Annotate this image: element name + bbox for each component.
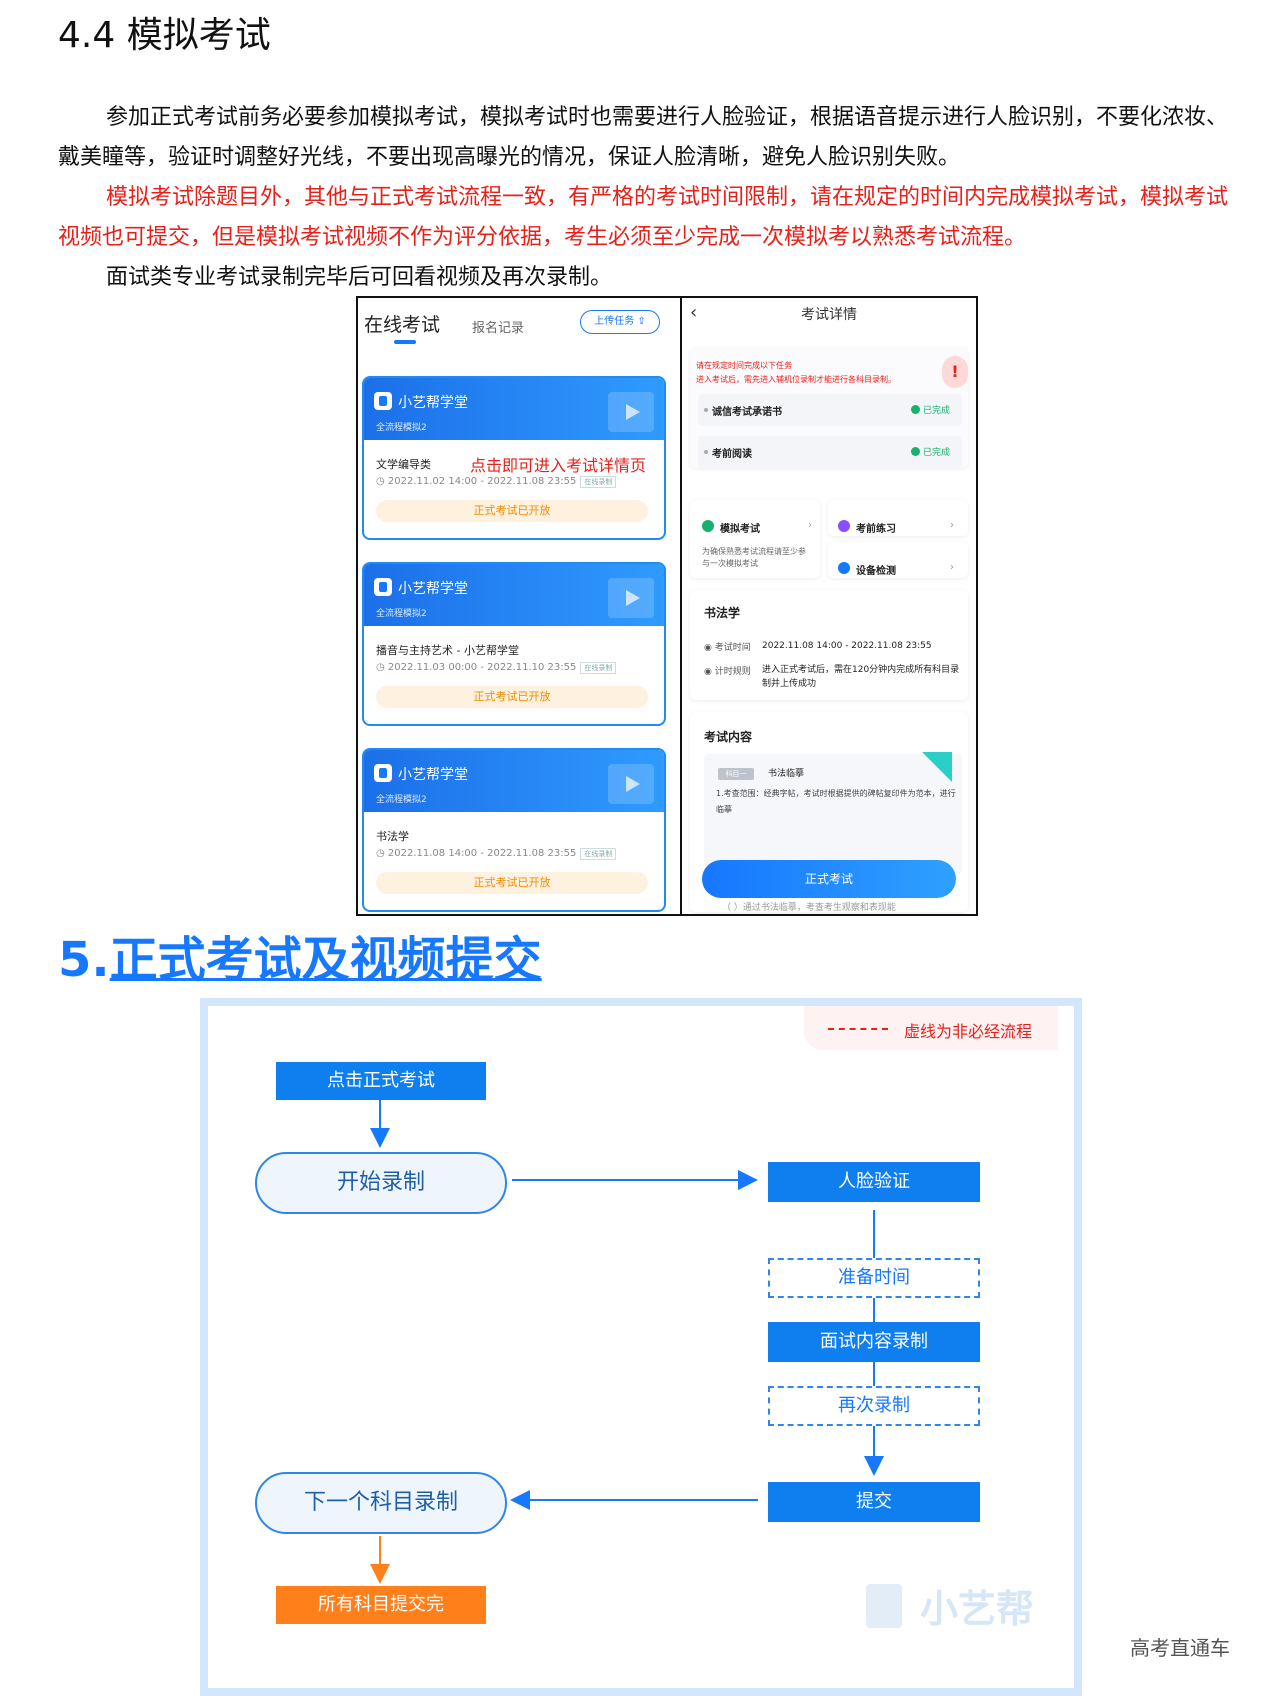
interview-record-box: 面试内容录制: [768, 1322, 980, 1362]
device-icon: [838, 562, 850, 574]
detail-page-title: 考试详情: [801, 307, 857, 323]
status-badge: 已完成: [910, 403, 950, 416]
warning-icon: !: [942, 356, 968, 388]
card-brand: 小艺帮学堂: [398, 395, 468, 411]
mock-exam-label: 模拟考试: [720, 524, 760, 535]
play-circle-icon: [838, 520, 850, 532]
tab-underline: [394, 340, 416, 344]
bullet-icon: [704, 408, 708, 412]
card-brand: 小艺帮学堂: [398, 767, 468, 783]
mock-exam-icon: [702, 520, 714, 532]
practice-entry[interactable]: [828, 500, 968, 536]
tab-registration-record[interactable]: 报名记录: [472, 321, 525, 336]
submit-box: 提交: [768, 1482, 980, 1522]
status-badge: 已完成: [910, 445, 950, 458]
card-exam-name: 播音与主持艺术 - 小艺帮学堂: [376, 644, 519, 657]
card-header: [364, 378, 664, 440]
task-label: 考前阅读: [712, 449, 752, 460]
card-subtitle: 全流程模拟2: [376, 795, 427, 805]
check-icon: [910, 447, 920, 456]
card-header: [364, 750, 664, 812]
task-row-honesty[interactable]: 诚信考试承诺书 已完成: [698, 394, 962, 426]
bullet-icon: [704, 450, 708, 454]
footer-watermark: 高考直通车: [1130, 1636, 1230, 1660]
logo-watermark-icon: [866, 1584, 902, 1628]
corner-badge: [922, 752, 952, 782]
subject-title: 书法学: [704, 606, 741, 620]
content-title: 考试内容: [704, 730, 753, 744]
chevron-right-icon: ›: [950, 562, 954, 573]
exam-info-box: [690, 590, 968, 700]
back-chevron-icon[interactable]: ‹: [690, 302, 698, 323]
practice-label: 考前练习: [856, 524, 896, 535]
start-record-box: 开始录制: [255, 1152, 507, 1214]
card-exam-name: 书法学: [376, 830, 409, 843]
logo-watermark-text: 小艺帮: [920, 1587, 1035, 1631]
click-formal-exam-box: 点击正式考试: [276, 1062, 486, 1100]
content-overflow-text: （ ）通过书法临摹，考查考生观察和表现能: [722, 903, 896, 913]
mock-exam-entry[interactable]: [690, 500, 820, 578]
phone-screenshot-exam-list: 在线考试 报名记录 上传任务 ⇪ 小艺帮学堂 全流程模拟2 文学编导类 点击即可…: [356, 296, 682, 916]
chevron-right-icon: ›: [808, 520, 812, 531]
play-icon: [608, 764, 654, 804]
phone-screenshot-exam-detail: ‹ 考试详情 请在规定时间完成以下任务 进入考试后，需先进入辅机位录制才能进行各…: [680, 296, 978, 916]
next-subject-box: 下一个科目录制: [255, 1472, 507, 1534]
section-5-heading: 5.正式考试及视频提交: [58, 932, 542, 988]
rule-value: 进入正式考试后，需在120分钟内完成所有科目录制并上传成功: [762, 665, 960, 689]
card-subtitle: 全流程模拟2: [376, 423, 427, 433]
section-heading: 4.4 模拟考试: [58, 15, 271, 56]
upload-task-button[interactable]: 上传任务 ⇪: [580, 310, 660, 334]
exam-card[interactable]: 小艺帮学堂 全流程模拟2 文学编导类 点击即可进入考试详情页 ◷ 2022.11…: [362, 376, 666, 540]
re-record-box: 再次录制: [768, 1386, 980, 1426]
formal-exam-button[interactable]: 正式考试: [702, 860, 956, 898]
check-icon: [910, 405, 920, 414]
play-icon: [608, 392, 654, 432]
task-hint: 请在规定时间完成以下任务: [696, 361, 792, 370]
card-subtitle: 全流程模拟2: [376, 609, 427, 619]
time-label: ◉ 考试时间: [704, 643, 751, 653]
card-brand: 小艺帮学堂: [398, 581, 468, 597]
exam-card[interactable]: 小艺帮学堂 全流程模拟2 播音与主持艺术 - 小艺帮学堂 ◷ 2022.11.0…: [362, 562, 666, 726]
subject-tag: 科目一: [718, 768, 754, 780]
record-tag: 在线录制: [580, 476, 617, 488]
rule-label: ◉ 计时规则: [704, 667, 751, 677]
brand-logo-icon: [374, 578, 392, 596]
prep-time-box: 准备时间: [768, 1258, 980, 1298]
legend-dash-line: [828, 1028, 888, 1030]
face-verify-box: 人脸验证: [768, 1162, 980, 1202]
record-tag: 在线录制: [580, 662, 617, 674]
task-row-reading[interactable]: 考前阅读 已完成: [698, 436, 962, 468]
time-value: 2022.11.08 14:00 - 2022.11.08 23:55: [762, 641, 932, 651]
tab-online-exam[interactable]: 在线考试: [364, 314, 441, 336]
content-desc: 1.考查范围：经典字帖，考试时根据提供的碑帖复印件为范本，进行临摹: [716, 789, 956, 814]
content-name: 书法临摹: [768, 769, 805, 779]
annotation-text: 点击即可进入考试详情页: [470, 456, 647, 475]
play-icon: [608, 578, 654, 618]
task-hint-detail: 进入考试后，需先进入辅机位录制才能进行各科目录制。: [696, 375, 896, 384]
mock-exam-sub: 为确保熟悉考试流程请至少参与一次模拟考试: [702, 547, 806, 568]
legend-text: 虚线为非必经流程: [904, 1022, 1033, 1041]
record-tag: 在线录制: [580, 848, 617, 860]
card-header: [364, 564, 664, 626]
chevron-right-icon: ›: [950, 520, 954, 531]
paragraph-1: 参加正式考试前务必要参加模拟考试，模拟考试时也需要进行人脸验证，根据语音提示进行…: [58, 105, 1229, 170]
all-submitted-box: 所有科目提交完: [276, 1586, 486, 1624]
formal-exam-open-button[interactable]: 正式考试已开放: [376, 872, 648, 894]
card-exam-name: 文学编导类: [376, 458, 431, 471]
device-check-entry[interactable]: [828, 542, 968, 578]
device-check-label: 设备检测: [856, 566, 896, 577]
brand-logo-icon: [374, 764, 392, 782]
formal-exam-open-button[interactable]: 正式考试已开放: [376, 500, 648, 522]
exam-card[interactable]: 小艺帮学堂 全流程模拟2 书法学 ◷ 2022.11.08 14:00 - 20…: [362, 748, 666, 912]
paragraph-3: 面试类专业考试录制完毕后可回看视频及再次录制。: [106, 265, 613, 290]
formal-exam-open-button[interactable]: 正式考试已开放: [376, 686, 648, 708]
paragraph-2-highlight: 模拟考试除题目外，其他与正式考试流程一致，有严格的考试时间限制，请在规定的时间内…: [58, 185, 1229, 250]
brand-logo-icon: [374, 392, 392, 410]
task-label: 诚信考试承诺书: [712, 407, 782, 418]
